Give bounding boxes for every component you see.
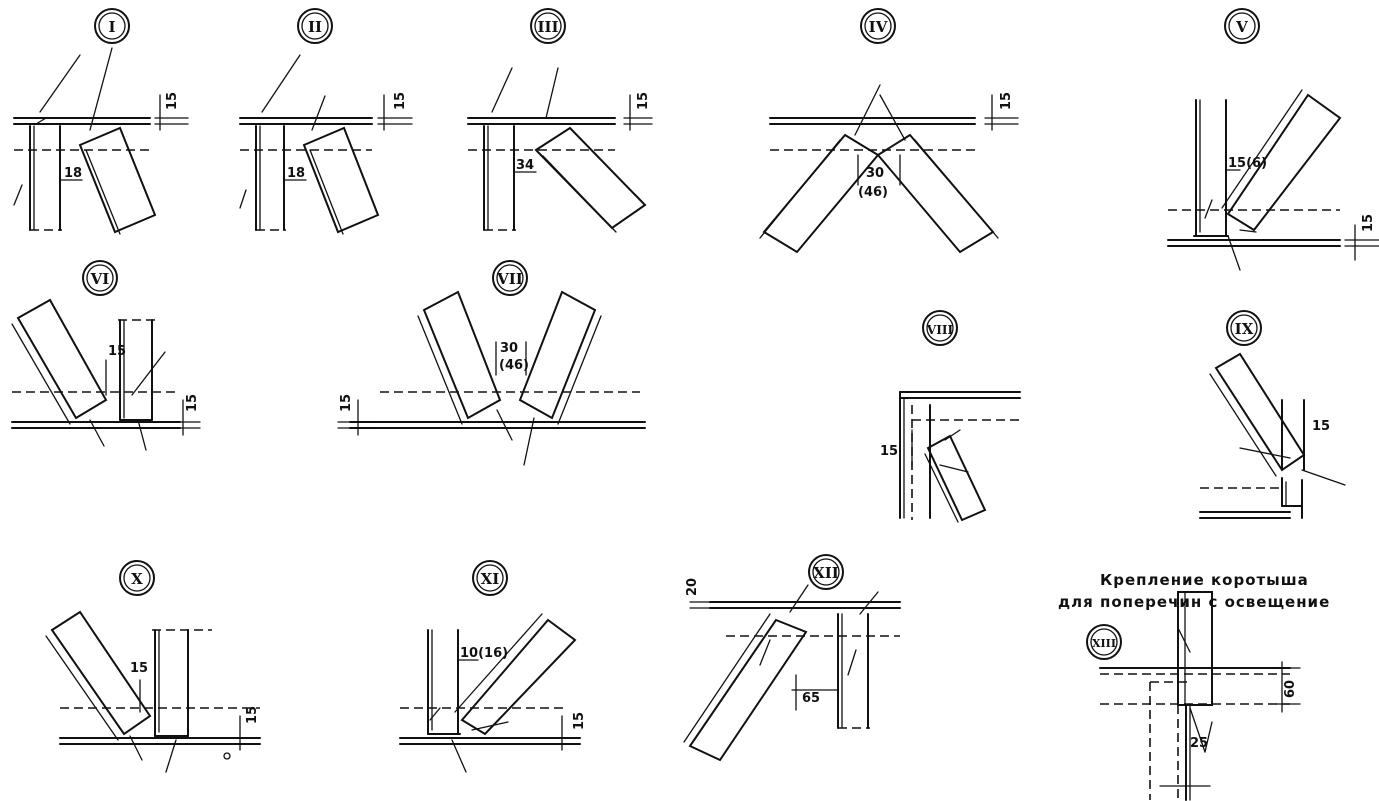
node-XIII-label: XIII bbox=[1092, 637, 1116, 650]
node-VII-dim-15: 15 bbox=[339, 394, 354, 412]
node-XI-label: XI bbox=[481, 570, 500, 588]
node-XI: XI 10(16) 15 bbox=[399, 560, 587, 773]
node-VII: VII 30 (46) 15 bbox=[337, 260, 646, 466]
node-XIII-dim-25: 25 bbox=[1190, 736, 1208, 751]
node-VI-label: VI bbox=[90, 270, 110, 288]
node-VII-label: VII bbox=[496, 270, 523, 288]
node-III: III 34 15 bbox=[467, 8, 653, 233]
node-II: II 18 15 bbox=[239, 8, 413, 235]
node-III-symbol: III bbox=[530, 8, 566, 44]
node-I-label: I bbox=[108, 18, 115, 36]
node-VIII: VIII 15 bbox=[880, 310, 1021, 523]
node-XII-label: XII bbox=[813, 564, 839, 582]
node-V-symbol: V bbox=[1224, 8, 1260, 44]
node-IX-label: IX bbox=[1235, 320, 1254, 338]
node-VIII-symbol: VIII bbox=[922, 310, 958, 346]
node-XII-dim-65: 65 bbox=[802, 691, 820, 706]
node-IX-symbol: IX bbox=[1226, 310, 1262, 346]
node-IV-dim-30: 30 bbox=[866, 166, 884, 181]
node-VII-symbol: VII bbox=[492, 260, 528, 296]
node-III-dim-15: 15 bbox=[636, 92, 651, 110]
node-IV-symbol: IV bbox=[860, 8, 896, 44]
node-X-label: X bbox=[131, 570, 143, 588]
node-XI-dim-15: 15 bbox=[572, 712, 587, 730]
node-X-symbol: X bbox=[119, 560, 155, 596]
node-XIII: Крепление коротыша для поперечин с освещ… bbox=[1058, 571, 1330, 801]
node-X-dim-15-inner: 15 bbox=[130, 661, 148, 676]
node-IV: IV 30 (46) 15 bbox=[759, 8, 1019, 254]
node-IV-dim-46: (46) bbox=[858, 185, 888, 200]
node-VI-symbol: VI bbox=[82, 260, 118, 296]
node-I-dim-15: 15 bbox=[165, 92, 180, 110]
node-IX: IX 15 bbox=[1199, 310, 1346, 519]
node-X: X 15 15 bbox=[45, 560, 261, 773]
node-VII-dim-30: 30 bbox=[500, 341, 518, 356]
node-II-symbol: II bbox=[297, 8, 333, 44]
node-VIII-label: VIII bbox=[926, 323, 954, 337]
node-III-label: III bbox=[537, 18, 558, 36]
caption-line-1: Крепление коротыша bbox=[1100, 571, 1309, 589]
node-IV-dim-15: 15 bbox=[999, 92, 1014, 110]
node-X-dim-15: 15 bbox=[245, 706, 260, 724]
node-V-label: V bbox=[1235, 18, 1248, 36]
node-XII-symbol: XII bbox=[808, 554, 844, 590]
node-I: I 18 15 bbox=[13, 8, 189, 235]
node-III-dim-34: 34 bbox=[516, 158, 534, 173]
node-VI: VI 15 15 bbox=[11, 260, 201, 451]
node-XI-symbol: XI bbox=[472, 560, 508, 596]
node-V-dim-15: 15 bbox=[1361, 214, 1376, 232]
node-V: V 15(6) 15 bbox=[1167, 8, 1379, 271]
node-XIII-symbol: XIII bbox=[1086, 624, 1122, 660]
node-V-dim-15-6: 15(6) bbox=[1228, 156, 1267, 171]
node-XIII-dim-60: 60 bbox=[1283, 680, 1298, 698]
node-I-symbol: I bbox=[94, 8, 130, 44]
caption-line-2: для поперечин с освещение bbox=[1058, 593, 1330, 611]
node-XI-dim-10-16: 10(16) bbox=[460, 646, 508, 661]
node-IV-label: IV bbox=[869, 18, 888, 36]
node-II-label: II bbox=[308, 18, 322, 36]
node-VI-dim-15-inner: 15 bbox=[108, 344, 126, 359]
node-XII-dim-20: 20 bbox=[685, 578, 700, 596]
node-II-dim-15: 15 bbox=[393, 92, 408, 110]
node-XII: XII 65 20 bbox=[683, 554, 901, 762]
node-I-dim-18: 18 bbox=[64, 166, 82, 181]
node-VI-dim-15: 15 bbox=[185, 394, 200, 412]
node-VIII-dim-15: 15 bbox=[880, 444, 898, 459]
node-VII-dim-46: (46) bbox=[499, 358, 529, 373]
node-II-dim-18: 18 bbox=[287, 166, 305, 181]
node-IX-dim-15: 15 bbox=[1312, 419, 1330, 434]
